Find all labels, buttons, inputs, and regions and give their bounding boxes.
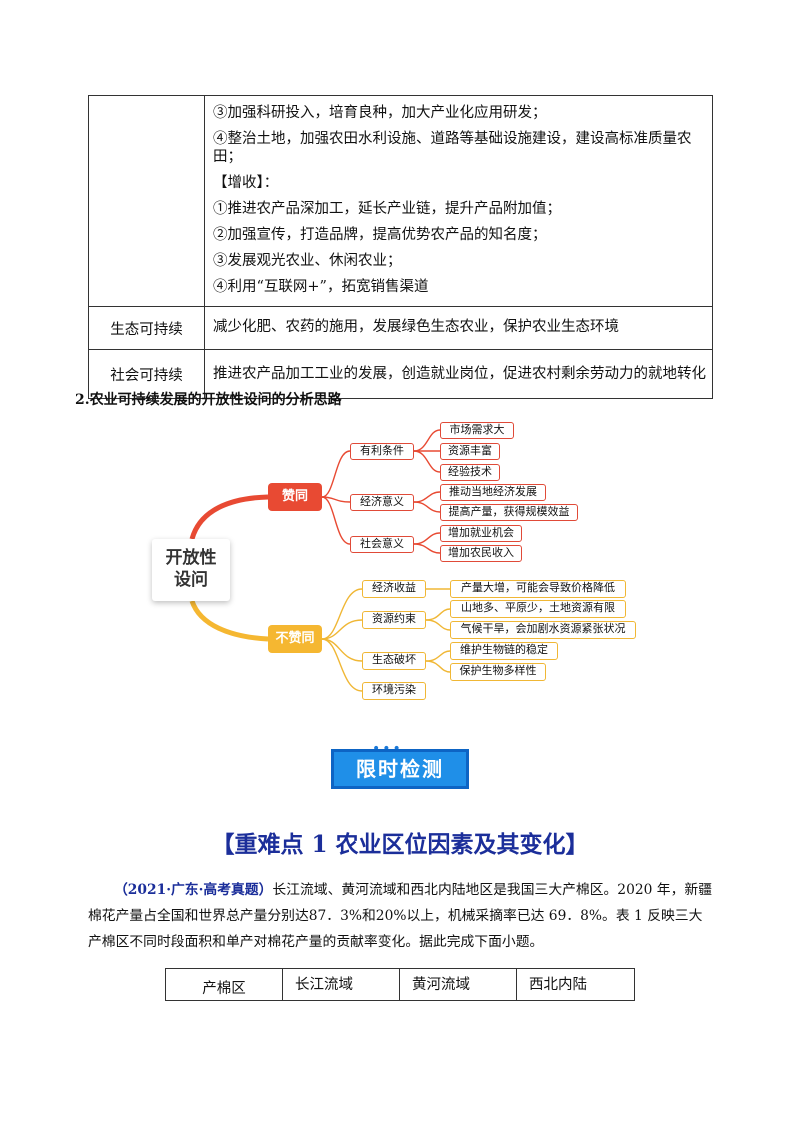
cotton-table: 产棉区 长江流域 黄河流域 西北内陆 (165, 968, 635, 1001)
leaf-node: 增加农民收入 (440, 545, 522, 562)
leaf-node: 提高产量，获得规模效益 (440, 504, 578, 521)
column-header: 黄河流域 (399, 968, 517, 1001)
row-content: ③加强科研投入，培育良种，加大产业化应用研发； ④整治土地，加强农田水利设施、道… (204, 95, 713, 307)
mindmap-connectors (189, 429, 451, 692)
table-row: 生态可持续 减少化肥、农药的施用，发展绿色生态农业，保护农业生态环境 (88, 306, 713, 350)
leaf-node: 山地多、平原少，土地资源有限 (450, 600, 626, 618)
content-line: ④利用“互联网+”，拓宽销售渠道 (213, 279, 429, 295)
content-line: ④整治土地，加强农田水利设施、道路等基础设施建设，建设高标准质量农田； (213, 131, 692, 165)
question-paragraph: （2021·广东·高考真题）长江流域、黄河流域和西北内陆地区是我国三大产棉区。2… (88, 877, 716, 955)
row-label: 社会可持续 (88, 349, 205, 399)
table-row: 产棉区 长江流域 黄河流域 西北内陆 (165, 968, 635, 1001)
leaf-node: 资源丰富 (440, 443, 500, 460)
question-text: 长江流域、黄河流域和西北内陆地区是我国三大产棉区。2020 年，新疆棉花产量占全… (88, 882, 712, 950)
section-heading: 2.农业可持续发展的开放性设问的分析思路 (75, 392, 342, 408)
disagree-node: 不赞同 (268, 625, 322, 653)
content-line: ②加强宣传，打造品牌，提高优势农产品的知名度； (213, 227, 547, 243)
agree-node: 赞同 (268, 483, 322, 511)
root-line: 设问 (174, 570, 208, 590)
question-source: （2021·广东·高考真题） (114, 882, 273, 898)
leaf-node: 推动当地经济发展 (440, 484, 546, 501)
leaf-node: 保护生物多样性 (450, 663, 546, 681)
table-row: 社会可持续 推进农产品加工工业的发展，创造就业岗位，促进农村剩余劳动力的就地转化 (88, 349, 713, 399)
row-content: 推进农产品加工工业的发展，创造就业岗位，促进农村剩余劳动力的就地转化 (204, 349, 713, 399)
content-line: ③加强科研投入，培育良种，加大产业化应用研发； (213, 105, 547, 121)
branch-node: 生态破坏 (362, 652, 426, 670)
content-line: 【增收】： (213, 175, 279, 191)
leaf-node: 维护生物链的稳定 (450, 642, 558, 660)
leaf-node: 产量大增，可能会导致价格降低 (450, 580, 626, 598)
root-line: 开放性 (165, 548, 217, 568)
branch-node: 有利条件 (350, 443, 414, 460)
content-line: ③发展观光农业、休闲农业； (213, 253, 402, 269)
mindmap-root: 开放性 设问 (152, 539, 230, 601)
branch-node: 环境污染 (362, 682, 426, 700)
branch-node: 经济收益 (362, 580, 426, 598)
leaf-node: 市场需求大 (440, 422, 514, 439)
content-line: ①推进农产品深加工，延长产业链，提升产品附加值； (213, 201, 561, 217)
section-banner: 限时检测 (331, 749, 469, 789)
row-label: 生态可持续 (88, 306, 205, 350)
leaf-node: 经验技术 (440, 464, 500, 481)
content-line: 推进农产品加工工业的发展，创造就业岗位，促进农村剩余劳动力的就地转化 (213, 366, 706, 382)
branch-node: 社会意义 (350, 536, 414, 553)
branch-node: 资源约束 (362, 611, 426, 629)
row-label (88, 95, 205, 307)
leaf-node: 增加就业机会 (440, 525, 522, 542)
measures-table: ③加强科研投入，培育良种，加大产业化应用研发； ④整治土地，加强农田水利设施、道… (88, 95, 713, 399)
column-header: 产棉区 (165, 968, 283, 1001)
leaf-node: 气候干旱，会加剧水资源紧张状况 (450, 621, 636, 639)
content-line: 减少化肥、农药的施用，发展绿色生态农业，保护农业生态环境 (213, 319, 619, 335)
key-point-title: 【重难点 1 农业区位因素及其变化】 (211, 831, 589, 858)
row-content: 减少化肥、农药的施用，发展绿色生态农业，保护农业生态环境 (204, 306, 713, 350)
column-header: 西北内陆 (516, 968, 635, 1001)
column-header: 长江流域 (282, 968, 400, 1001)
branch-node: 经济意义 (350, 494, 414, 511)
table-row: ③加强科研投入，培育良种，加大产业化应用研发； ④整治土地，加强农田水利设施、道… (88, 95, 713, 307)
